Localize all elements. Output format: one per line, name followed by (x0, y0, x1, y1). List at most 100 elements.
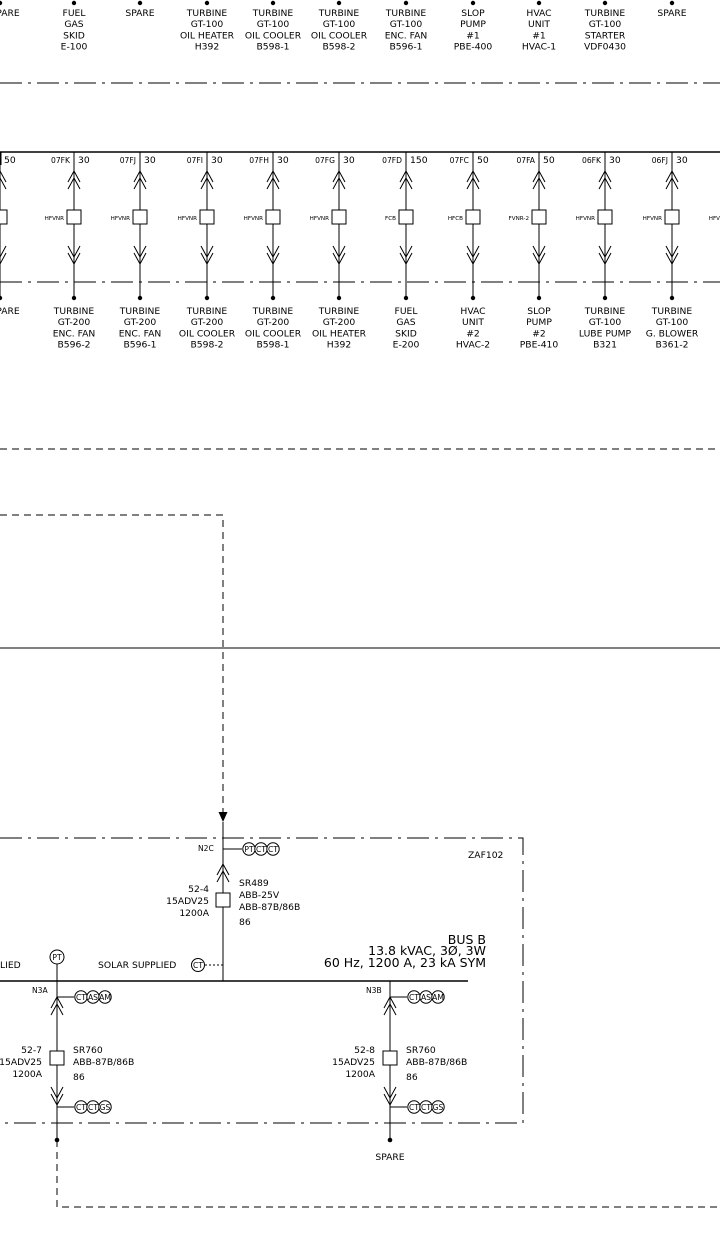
feeder-terminal (71, 295, 77, 301)
feeder-arrow-down (133, 245, 147, 259)
instrument-label: PT (244, 845, 254, 854)
switchgear-tag: ZAF102 (468, 850, 503, 861)
feeder-arrow-down (532, 252, 546, 266)
feeder-device-type: FCB (385, 216, 396, 222)
instrument-label: CT (88, 1103, 98, 1112)
feeder-circuit-id: 07FA (516, 156, 535, 165)
top-load-label-line: FUEL (63, 8, 87, 19)
feeder-n3a-cable-route (56, 1140, 720, 1208)
instrument-label: CT (409, 993, 419, 1002)
top-load-label-line: HVAC-1 (522, 42, 556, 53)
feeder-arrow-down (0, 245, 7, 259)
feeder-arrow-up (598, 169, 612, 183)
top-load-label-line: SPARE (657, 8, 686, 19)
feeder-n3a-breaker-id: 52-7 (21, 1045, 42, 1056)
feeder-device-type: HFVNR (178, 216, 197, 222)
bottom-load-label-line: TURBINE (584, 306, 626, 317)
bottom-load-label-line: GT-100 (589, 317, 622, 328)
feeder-arrow-up (266, 176, 280, 190)
top-load-label-line: TURBINE (252, 8, 294, 19)
bottom-load-label-line: GT-200 (191, 317, 224, 328)
feeder-circuit-id: 07FD (382, 156, 402, 165)
instrument-symbol (266, 842, 280, 856)
instrument-label: CT (268, 845, 278, 854)
feeder-n3a-breaker (49, 1050, 65, 1066)
feeder-arrow-up (0, 176, 7, 190)
feeder-terminal (336, 295, 342, 301)
top-load-label-line: GT-100 (191, 19, 224, 30)
feeder-starter-box (265, 209, 281, 225)
feeder-n3b-breaker-id: 52-8 (354, 1045, 375, 1056)
feeder-rating: 50 (477, 155, 489, 166)
feeder-arrow-down (67, 245, 81, 259)
top-load-label-line: TURBINE (318, 8, 360, 19)
bottom-load-label-line: TURBINE (318, 306, 360, 317)
bottom-load-label-line: TURBINE (651, 306, 693, 317)
top-load-label-line: PARE (0, 8, 20, 19)
bottom-load-label-line: LUBE PUMP (579, 328, 632, 339)
incomer-arrow-top-2 (216, 869, 230, 883)
feeder-n3a-relay-2: ABB-87B/86B (73, 1057, 134, 1068)
feeder-arrow-up (133, 176, 147, 190)
feeder-rating: 30 (609, 155, 621, 166)
bottom-load-label-line: GAS (396, 317, 415, 328)
bus-pt-label: PT (52, 953, 62, 962)
feeder-n3b-relay-2: ABB-87B/86B (406, 1057, 467, 1068)
feeder-arrow-up (466, 169, 480, 183)
bottom-load-label-line: OIL COOLER (179, 328, 236, 339)
feeder-n3b-terminal (387, 1137, 393, 1143)
incomer-arrow-top (216, 862, 230, 876)
top-load-label-line: PUMP (460, 19, 486, 30)
top-load-label-line: GT-100 (390, 19, 423, 30)
incomer-cable-route (0, 514, 224, 812)
feeder-arrow-up (532, 176, 546, 190)
feeder-arrow-up (466, 176, 480, 190)
top-load-terminal (669, 0, 675, 6)
top-load-labels: PAREFUELGASSKIDE-100SPARETURBINEGT-100OI… (0, 0, 687, 53)
feeder-arrow-down (532, 245, 546, 259)
feeder-arrow-down (266, 245, 280, 259)
top-load-label-line: SLOP (461, 8, 485, 19)
feeder-n3a-breaker-rating: 1200A (12, 1069, 42, 1080)
top-load-terminal (470, 0, 476, 6)
top-load-terminal (602, 0, 608, 6)
feeder-terminal (602, 295, 608, 301)
feeder-arrow-down (399, 245, 413, 259)
top-load-label-line: OIL HEATER (180, 30, 235, 41)
bottom-load-label-line: HVAC (460, 306, 485, 317)
instrument-label: AS (88, 993, 98, 1002)
feeder-arrow-up (67, 169, 81, 183)
feeder-device-type: HFVNR (576, 216, 595, 222)
feeder-rating: 30 (343, 155, 355, 166)
top-load-label-line: TURBINE (385, 8, 427, 19)
top-load-label-line: B596-1 (390, 42, 423, 53)
feeder-arrow-down (332, 245, 346, 259)
feeder-circuit-id: 07FC (450, 156, 469, 165)
feeder-arrow-down (200, 252, 214, 266)
bottom-load-label-line: GT-100 (656, 317, 689, 328)
feeder-arrow-up (532, 169, 546, 183)
bottom-load-label-line: PARE (0, 306, 20, 317)
top-load-terminal (137, 0, 143, 6)
feeder-terminal (536, 295, 542, 301)
feeder-n3b-breaker-type: 15ADV25 (332, 1057, 375, 1068)
top-load-label-line: TURBINE (186, 8, 228, 19)
feeder-terminal (270, 295, 276, 301)
bottom-load-label-line: B596-1 (124, 340, 157, 351)
top-load-label-line: GT-100 (257, 19, 290, 30)
feeder-rating: 30 (78, 155, 90, 166)
incomer-breaker-id: 52-4 (188, 884, 209, 895)
feeder-arrow-down (67, 252, 81, 266)
feeder-circuit-id: 07FH (249, 156, 269, 165)
feeder-circuit-id: 07FJ (120, 156, 136, 165)
feeder-starter-box (331, 209, 347, 225)
top-load-label-line: SKID (63, 30, 85, 41)
feeder-arrow-up (200, 176, 214, 190)
feeder-n3a-arrow-bottom-2 (50, 1093, 64, 1107)
